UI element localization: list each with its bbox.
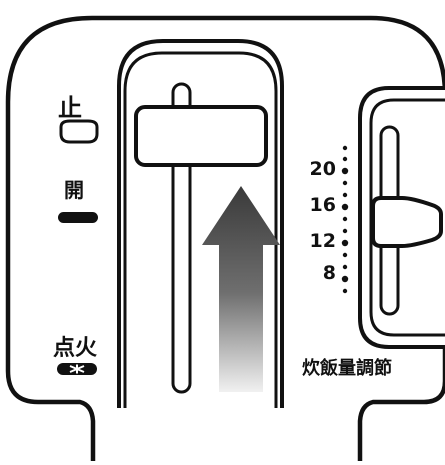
rice-scale-label-12: 12: [309, 230, 336, 252]
gas-slider-knob[interactable]: [134, 105, 268, 167]
rice-scale-label-16: 16: [309, 194, 336, 216]
scale-dot: [342, 216, 348, 222]
ignite-mark-icon: [57, 363, 97, 375]
scale-dot: [342, 156, 348, 162]
scale-dot: [342, 228, 348, 234]
scale-dot: [342, 288, 348, 294]
open-label: 開: [64, 178, 84, 202]
scale-dot-major: [341, 167, 349, 175]
scale-dot: [342, 145, 348, 151]
scale-dot: [342, 252, 348, 258]
rice-scale-label-20: 20: [309, 158, 336, 180]
ignite-label: 点火: [53, 336, 98, 361]
rice-slider-knob[interactable]: [371, 196, 443, 248]
open-mark-icon: [58, 212, 98, 223]
rice-scale-dots: [341, 145, 349, 294]
scale-dot: [342, 192, 348, 198]
stop-mark-icon: [59, 119, 99, 144]
scale-dot-major: [341, 203, 349, 211]
rice-adjust-label: 炊飯量調節: [302, 358, 392, 379]
stop-label: 止: [58, 94, 82, 122]
scale-dot-major: [341, 239, 349, 247]
scale-dot: [342, 180, 348, 186]
scale-dot: [342, 264, 348, 270]
up-arrow-icon: [202, 186, 280, 392]
scale-dot-major: [341, 275, 349, 283]
rice-scale-label-8: 8: [322, 262, 336, 284]
